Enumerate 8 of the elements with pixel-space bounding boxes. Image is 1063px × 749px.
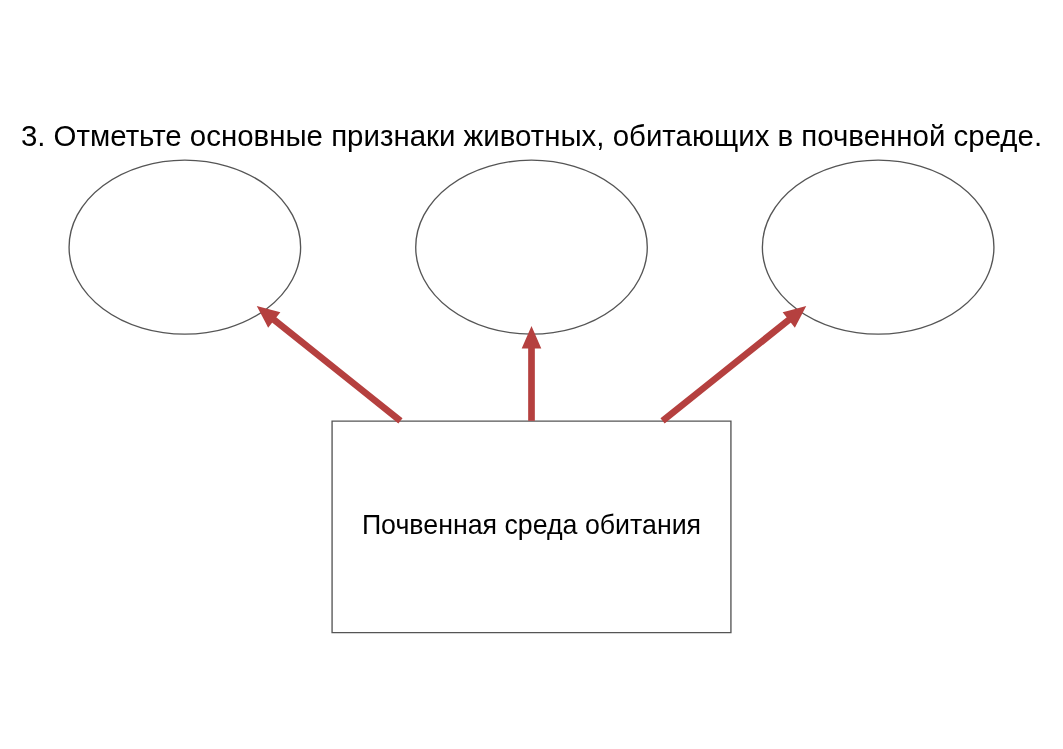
node-ellipse: [68, 159, 302, 335]
node-ellipse: [761, 159, 995, 335]
arrow: [256, 305, 403, 423]
diagram-title: 3. Отметьте основные признаки животных, обитающих в почвенной среде.: [20, 118, 1043, 152]
node-ellipse: [415, 159, 648, 335]
node-box: Почвенная среда обитания: [331, 420, 732, 633]
arrow: [521, 325, 542, 421]
arrow: [660, 305, 807, 423]
